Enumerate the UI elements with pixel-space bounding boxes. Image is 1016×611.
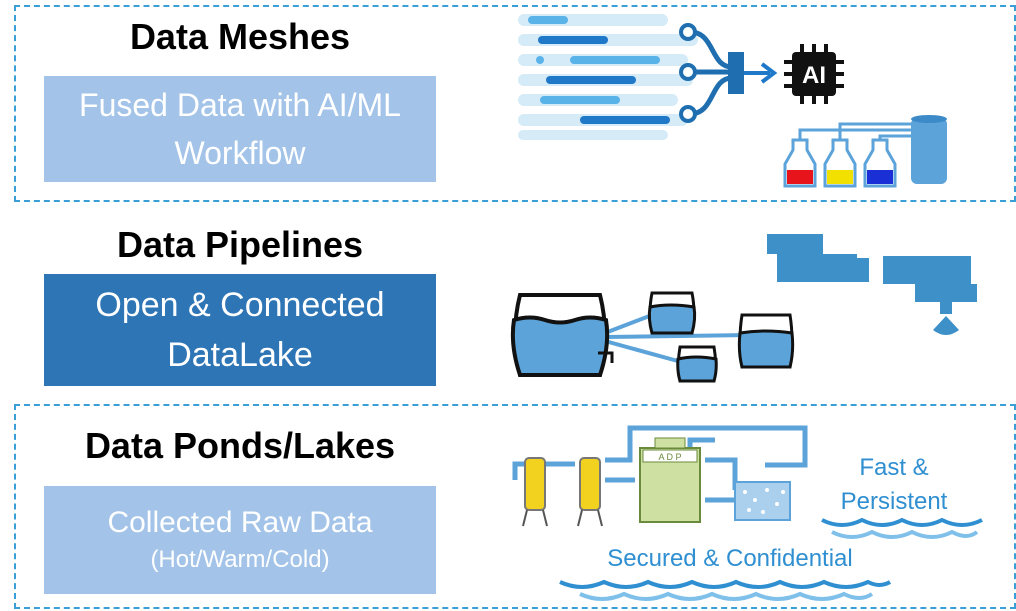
barrels-icon <box>510 291 795 383</box>
faucet-icon <box>767 234 977 335</box>
data-streams-icon <box>518 14 778 140</box>
lab-beakers-icon <box>783 115 947 188</box>
open-connected-box: Open & Connected DataLake <box>44 274 436 386</box>
ai-chip-label: AI <box>802 62 826 89</box>
raw-data-box: Collected Raw Data (Hot/Warm/Cold) <box>44 486 436 594</box>
open-connected-line1: Open & Connected <box>95 286 385 324</box>
fast-line2: Persistent <box>840 488 948 515</box>
raw-data-sub: (Hot/Warm/Cold) <box>150 546 330 573</box>
raw-data-main: Collected Raw Data <box>107 506 373 539</box>
water-plant-icon: A D P <box>512 425 808 527</box>
data-meshes-panel <box>14 5 1016 202</box>
fused-data-line1: Fused Data with AI/ML <box>79 87 401 123</box>
fast-persistent-label: Fast & Persistent <box>820 451 968 519</box>
fast-line1: Fast & <box>859 454 929 481</box>
fused-data-box: Fused Data with AI/ML Workflow <box>44 76 436 182</box>
secured-confidential-label: Secured & Confidential <box>607 545 853 572</box>
data-meshes-title: Data Meshes <box>129 16 351 57</box>
wave-icon-bottom <box>559 579 892 601</box>
plant-label: A D P <box>658 452 681 462</box>
open-connected-line2: DataLake <box>167 336 313 374</box>
data-ponds-title: Data Ponds/Lakes <box>84 425 396 466</box>
data-pipelines-title: Data Pipelines <box>116 224 364 265</box>
ai-chip-icon: AI <box>784 44 844 104</box>
data-ponds-panel <box>14 404 1016 609</box>
fused-data-line2: Workflow <box>174 135 306 171</box>
wave-icon-right <box>821 517 983 539</box>
